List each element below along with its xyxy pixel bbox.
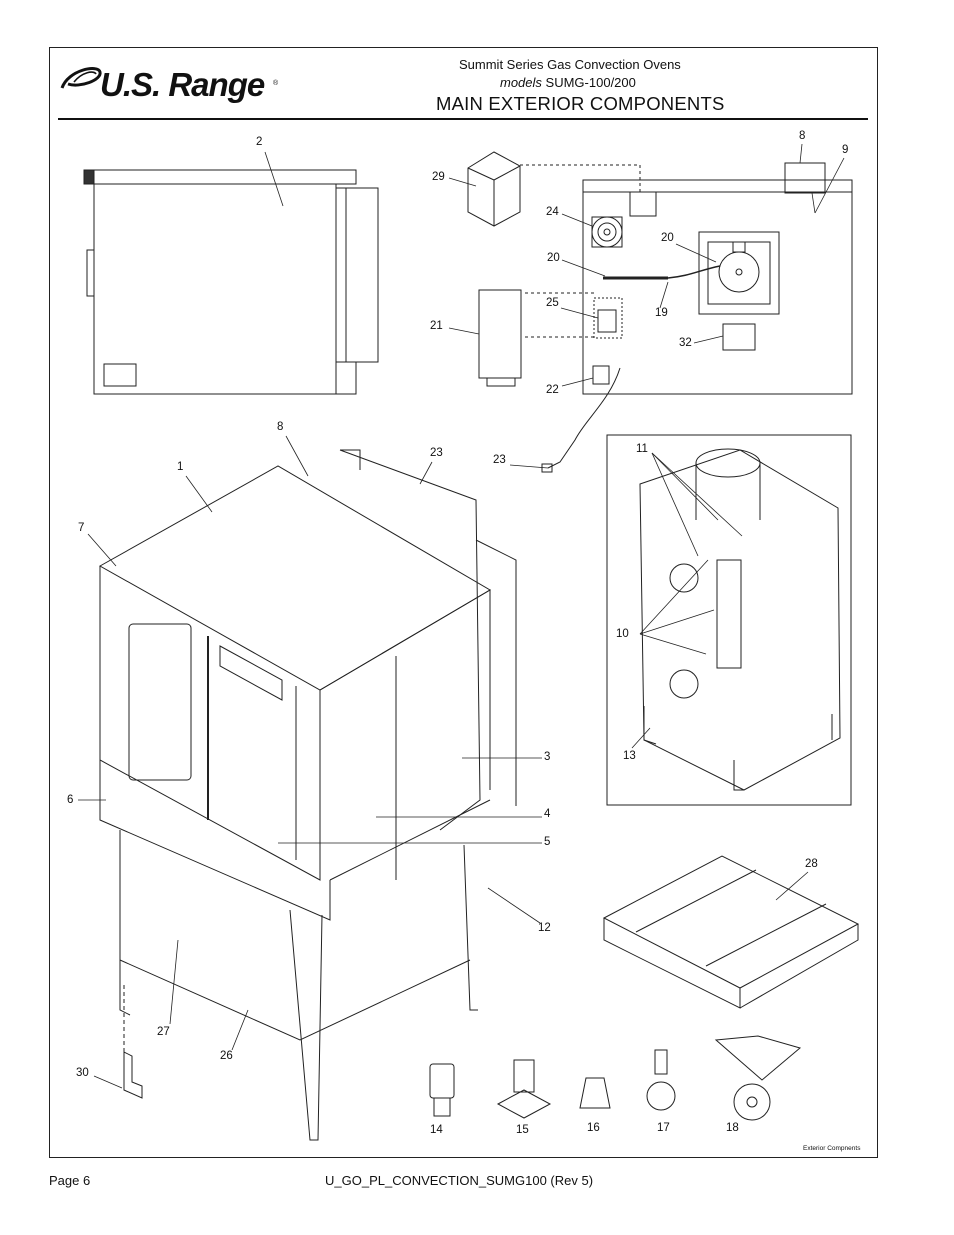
callout-22: 22 [546,384,559,396]
drawing-caption: Exterior Compnents [803,1145,861,1152]
callout-25: 23 [430,447,443,459]
part-17-stem-caster [646,1049,676,1111]
callout-23: 23 [493,454,506,466]
callout-3: 3 [544,751,551,763]
brand-name: U.S. Range [100,66,265,103]
callout-32: 32 [679,337,692,349]
page-frame [49,47,878,1158]
models-value: SUMG-100/200 [545,75,636,90]
callout-2: 2 [256,136,263,148]
callout-17: 17 [657,1122,670,1134]
callout-14: 14 [430,1124,443,1136]
callout-19: 19 [655,307,668,319]
part-29-stand-frame [602,855,860,1009]
callout-26: 24 [546,206,559,218]
models-line: models SUMG-100/200 [500,75,636,90]
callout-28: 27 [157,1026,170,1038]
oven-side-view [83,169,379,395]
part-21-cover [478,289,522,387]
callout-13: 13 [623,750,636,762]
callout-5: 5 [544,836,551,848]
callout-11: 11 [636,443,648,455]
series-title: Summit Series Gas Convection Ovens [459,57,681,72]
leader-lines [78,143,845,1089]
header-rule [58,118,868,120]
callout-7: 7 [78,522,85,534]
document-id: U_GO_PL_CONVECTION_SUMG100 (Rev 5) [325,1173,594,1188]
part-16-bullet-foot [579,1077,611,1109]
callout-24: 25 [546,297,559,309]
callout-29: 28 [805,858,818,870]
callout-4: 4 [544,808,551,820]
part-14-leveling-foot [429,1063,455,1117]
callout-31: 29 [432,171,445,183]
inset-flue-detail [606,434,852,806]
callout-6: 6 [67,794,74,806]
callout-27: 26 [220,1050,233,1062]
callout-8b: 8 [277,421,284,433]
oven-main-view [98,449,517,1141]
part-30-bracket [123,985,143,1099]
page-title: MAIN EXTERIOR COMPONENTS [436,93,725,114]
callout-15: 15 [516,1124,529,1136]
callout-9: 9 [842,144,849,156]
models-prefix: models [500,75,542,90]
oven-back-view [520,162,853,473]
callout-1: 1 [177,461,184,473]
callout-18: 18 [726,1122,739,1134]
us-range-logo-swoosh-icon [60,67,102,89]
part-15-flanged-foot [496,1059,552,1119]
callout-16: 16 [587,1122,600,1134]
page-number: Page 6 [49,1173,91,1188]
callout-30: 30 [76,1067,89,1079]
callout-21: 21 [430,320,443,332]
callout-10: 10 [616,628,629,640]
part-31-box [467,151,521,227]
part-18-plate-caster [714,1035,802,1121]
brand-registered-mark: ® [273,80,279,87]
callout-20a: 20 [547,252,560,264]
callout-8a: 8 [799,130,806,142]
callout-12: 12 [538,922,551,934]
callout-20b: 20 [661,232,674,244]
